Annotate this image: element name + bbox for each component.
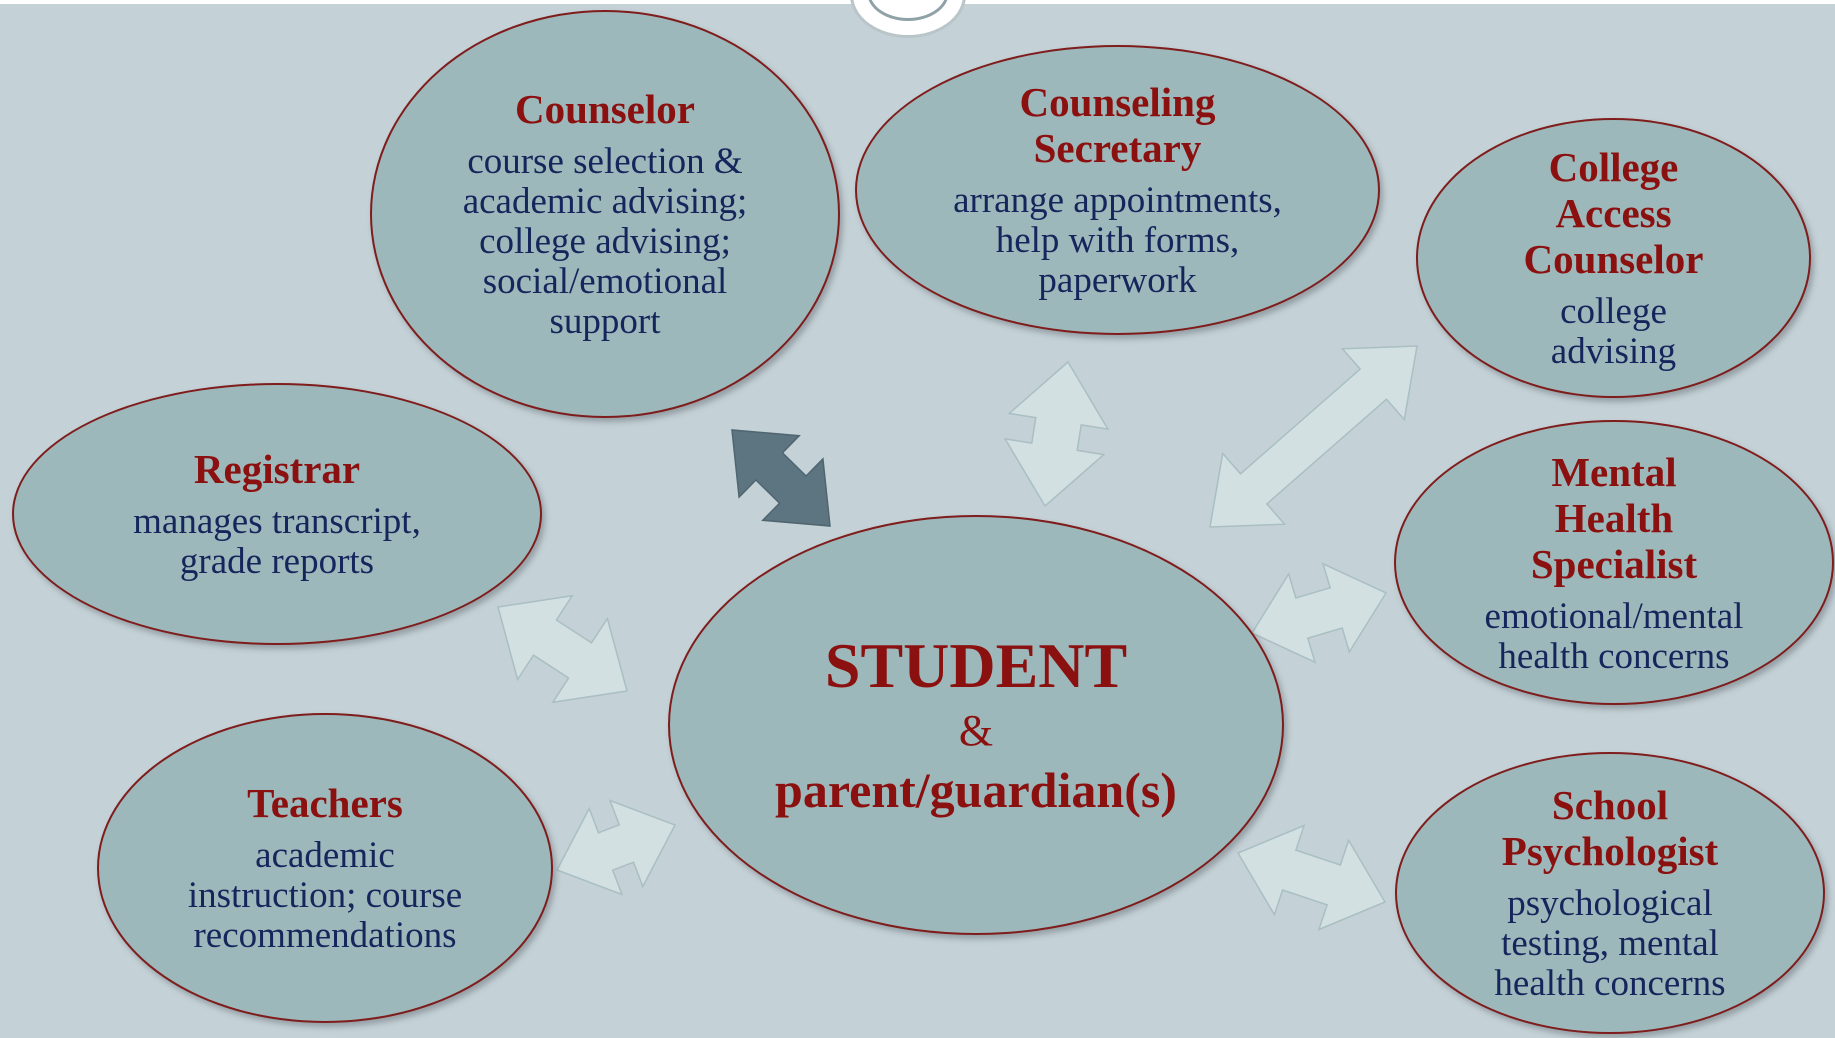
center-title: STUDENT (824, 630, 1128, 701)
arrow-college-access (1209, 345, 1418, 528)
arrow-school-psychologist (1236, 824, 1387, 931)
title-line: Psychologist (1501, 828, 1719, 874)
arrow-teachers (555, 799, 677, 896)
title-line: Access (1555, 190, 1672, 236)
node-student: STUDENT & parent/guardian(s) (668, 515, 1284, 935)
desc-line: recommendations (193, 915, 457, 956)
title-line: Health (1554, 494, 1674, 541)
desc-line: academic advising; (462, 181, 748, 222)
center-ampersand: & (958, 706, 994, 755)
desc-line: psychological (1507, 883, 1713, 924)
node-description: emotional/mental health concerns (1484, 595, 1744, 677)
center-subtitle: parent/guardian(s) (775, 762, 1177, 818)
desc-line: arrange appointments, (953, 180, 1282, 221)
title-line: Secretary (1033, 125, 1202, 171)
title-line: College (1548, 144, 1679, 190)
node-teachers: Teachers academic instruction; course re… (97, 713, 553, 1023)
node-title: School Psychologist (1502, 782, 1718, 874)
arrow-counselor (731, 429, 831, 527)
node-registrar: Registrar manages transcript, grade repo… (12, 383, 542, 645)
desc-line: grade reports (179, 541, 375, 582)
node-school-psychologist: School Psychologist psychological testin… (1395, 752, 1825, 1034)
node-title: Teachers (247, 780, 403, 826)
node-title: Counseling Secretary (1020, 79, 1216, 171)
node-description: arrange appointments, help with forms, p… (953, 181, 1282, 301)
node-title: Registrar (193, 446, 361, 492)
desc-line: social/emotional (482, 261, 728, 302)
desc-line: course selection & (467, 141, 743, 182)
desc-line: college (1560, 291, 1667, 332)
desc-line: college advising; (479, 221, 731, 262)
desc-line: health concerns (1498, 635, 1730, 677)
desc-line: support (549, 301, 661, 342)
title-line: Specialist (1530, 540, 1698, 587)
arrow-mental-health (1250, 562, 1388, 664)
desc-line: academic (255, 835, 395, 876)
desc-line: paperwork (1038, 260, 1197, 301)
desc-line: advising (1550, 331, 1677, 372)
desc-line: help with forms, (995, 220, 1240, 261)
node-title: Mental Health Specialist (1531, 449, 1697, 587)
node-counselor: Counselor course selection & academic ad… (370, 10, 840, 418)
title-line: Counselor (1523, 236, 1704, 282)
node-title: Counselor (515, 86, 695, 132)
node-college-access-counselor: College Access Counselor college advisin… (1416, 118, 1811, 398)
node-description: college advising (1551, 292, 1676, 372)
node-title: College Access Counselor (1524, 144, 1704, 282)
node-mental-health-specialist: Mental Health Specialist emotional/menta… (1394, 420, 1834, 705)
node-description: manages transcript, grade reports (133, 502, 421, 582)
desc-line: manages transcript, (133, 501, 421, 542)
node-description: academic instruction; course recommendat… (188, 836, 462, 956)
arrow-secretary (1003, 360, 1110, 508)
title-line: Counseling (1019, 79, 1216, 125)
desc-line: emotional/mental (1484, 595, 1744, 637)
node-counseling-secretary: Counseling Secretary arrange appointment… (855, 45, 1380, 335)
node-description: course selection & academic advising; co… (463, 142, 748, 342)
title-line: Mental (1551, 448, 1677, 495)
desc-line: instruction; course (187, 875, 463, 916)
desc-line: testing, mental (1501, 923, 1719, 964)
arrow-registrar (497, 594, 628, 704)
desc-line: health concerns (1494, 963, 1726, 1004)
node-description: psychological testing, mental health con… (1494, 884, 1725, 1004)
title-line: School (1551, 782, 1669, 828)
